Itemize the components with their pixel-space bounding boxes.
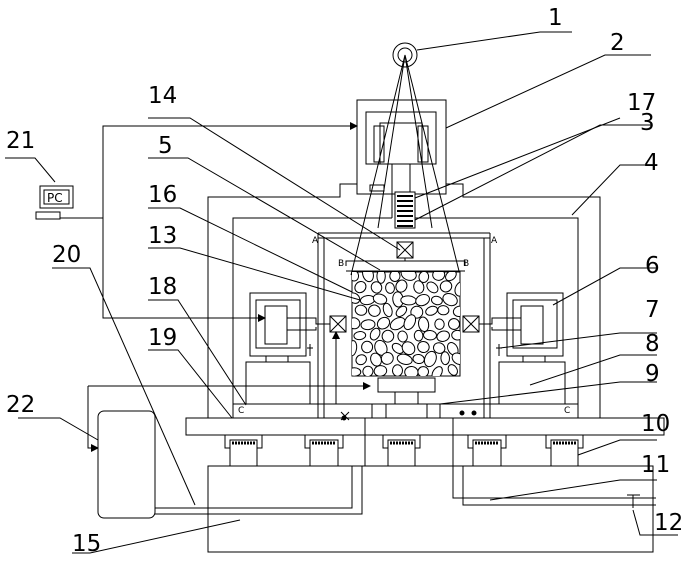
small-sensor-right [496, 344, 502, 356]
rock [437, 305, 449, 315]
callout-14: 14 [148, 83, 177, 109]
load-cells [225, 435, 583, 466]
lower-table [186, 418, 664, 435]
bottom-sensor [372, 378, 440, 418]
callout-15: 15 [72, 531, 101, 557]
rock [404, 366, 418, 378]
callout-22: 22 [6, 392, 35, 418]
rock [414, 330, 423, 341]
pc-label: PC [47, 191, 63, 205]
callout-20: 20 [52, 242, 81, 268]
rock [441, 352, 450, 365]
callout-9: 9 [645, 361, 660, 387]
rock [348, 368, 361, 376]
marker-a-left: A [312, 236, 319, 246]
callout-13: 13 [148, 223, 177, 249]
marker-c-left: C [238, 406, 244, 416]
callout-10: 10 [641, 411, 670, 437]
callout-18: 18 [148, 274, 177, 300]
callout-11: 11 [641, 452, 670, 478]
callout-21: 21 [6, 128, 35, 154]
marker-b-right: B [463, 259, 469, 269]
callout-5: 5 [158, 133, 173, 159]
callout-12: 12 [654, 510, 683, 536]
small-sensor-left [307, 344, 313, 356]
rock [392, 365, 402, 377]
base-block [208, 466, 653, 552]
pc-keyboard [36, 212, 60, 219]
callout-7: 7 [645, 297, 660, 323]
marker-a-right: A [491, 236, 498, 246]
rock [434, 319, 444, 330]
b-b-plate [346, 261, 465, 271]
callout-16: 16 [148, 182, 177, 208]
marker-b-left: B [338, 259, 344, 269]
right-lateral-actuator [479, 293, 565, 404]
signal-line-left [103, 218, 265, 318]
top-actuator-housing [357, 100, 446, 194]
callout-6: 6 [645, 253, 660, 279]
marker-c-right: C [564, 406, 570, 416]
callout-8: 8 [645, 331, 660, 357]
callout-19: 19 [148, 325, 177, 351]
callout-1: 1 [548, 5, 563, 31]
rock [390, 270, 401, 281]
left-lateral-actuator [246, 293, 330, 404]
callout-4: 4 [644, 150, 659, 176]
callout-2: 2 [610, 30, 625, 56]
spring [395, 192, 415, 228]
rock [362, 341, 373, 353]
callout-3: 3 [640, 110, 655, 136]
hydraulic-reservoir [98, 411, 155, 518]
